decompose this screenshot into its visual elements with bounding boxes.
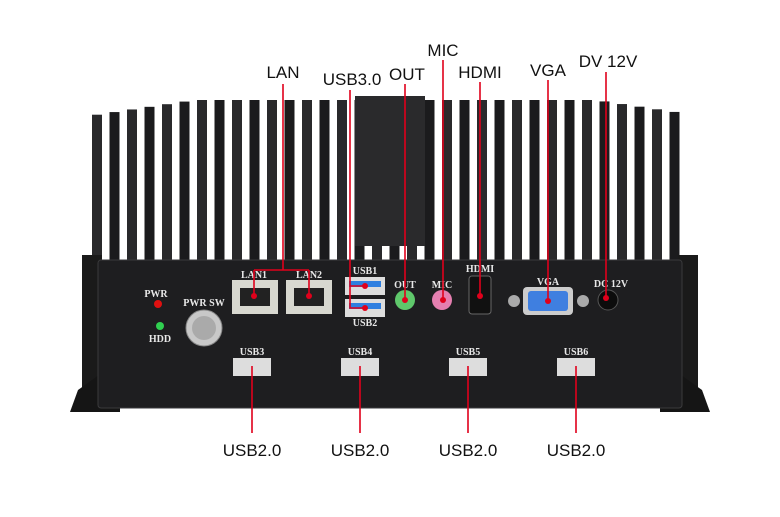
- power-button-inner: [192, 316, 216, 340]
- heatsink-fin: [197, 100, 207, 262]
- usb4-label: USB4: [348, 347, 372, 358]
- heatsink-fin: [267, 100, 277, 262]
- heatsink-fin: [92, 114, 102, 262]
- heatsink-fin: [564, 100, 575, 262]
- dot: [402, 297, 408, 303]
- dc-label: DC 12V: [594, 279, 629, 290]
- dot: [306, 293, 312, 299]
- dot: [545, 298, 551, 304]
- heatsink-fin: [547, 100, 557, 262]
- usb6-label: USB6: [564, 347, 588, 358]
- heatsink-fin: [442, 100, 452, 262]
- heatsink-fin: [599, 101, 610, 262]
- right-side: [678, 255, 698, 395]
- heatsink-fin: [179, 101, 190, 262]
- pwr-led: [154, 300, 162, 308]
- heatsink-fin: [459, 100, 470, 262]
- heatsink-fin: [529, 100, 540, 262]
- hdd-led: [156, 322, 164, 330]
- heatsink-fin: [634, 106, 645, 262]
- heatsink-fin: [512, 100, 522, 262]
- callout-vga: VGA: [530, 61, 567, 80]
- heatsink-fin: [249, 100, 260, 262]
- mic-label: MIC: [432, 280, 453, 291]
- dot: [251, 293, 257, 299]
- vga-screw-right: [577, 295, 589, 307]
- heatsink-fin: [337, 100, 347, 262]
- callout-lines: [251, 60, 609, 433]
- left-side: [82, 255, 102, 395]
- usb20-lines: [251, 366, 577, 433]
- vga-screw-left: [508, 295, 520, 307]
- usb1-label: USB1: [353, 266, 377, 277]
- hdd-label: HDD: [149, 334, 171, 345]
- callout-mic: MIC: [427, 41, 458, 60]
- dot: [362, 305, 368, 311]
- heatsink-fin: [617, 104, 627, 262]
- heatsink-fin: [494, 100, 505, 262]
- usb3-label: USB3: [240, 347, 264, 358]
- callout-usb20: USB2.0: [439, 441, 498, 460]
- pwr-label: PWR: [144, 289, 168, 300]
- usb5-label: USB5: [456, 347, 480, 358]
- callout-usb20: USB2.0: [331, 441, 390, 460]
- dot: [440, 297, 446, 303]
- callout-usb20: USB2.0: [223, 441, 282, 460]
- dot: [362, 283, 368, 289]
- heatsink-fin: [477, 100, 487, 262]
- usb2-label: USB2: [353, 318, 377, 329]
- heatsink-fin: [162, 104, 172, 262]
- heatsink-fin: [144, 106, 155, 262]
- heatsink-fin: [424, 100, 435, 262]
- heatsink-fin: [669, 111, 680, 262]
- callout-usb30: USB3.0: [323, 70, 382, 89]
- heatsink-fin: [232, 100, 242, 262]
- dot: [603, 295, 609, 301]
- center-ridge: [355, 96, 425, 246]
- callout-dc: DV 12V: [579, 52, 638, 71]
- callout-hdmi: HDMI: [458, 63, 501, 82]
- heatsink-fin: [319, 100, 330, 262]
- heatsink-fin: [284, 100, 295, 262]
- pwr-sw-label: PWR SW: [183, 298, 224, 309]
- heatsink-fin: [214, 100, 225, 262]
- heatsink-fin: [127, 109, 137, 262]
- callout-lan: LAN: [266, 63, 299, 82]
- callout-out: OUT: [389, 65, 425, 84]
- lan-line: [253, 84, 310, 296]
- dot: [477, 293, 483, 299]
- heatsink-fin: [582, 100, 592, 262]
- callout-usb20: USB2.0: [547, 441, 606, 460]
- heatsink-fin: [302, 100, 312, 262]
- heatsink-fin: [652, 109, 662, 262]
- heatsink-fin: [109, 112, 120, 262]
